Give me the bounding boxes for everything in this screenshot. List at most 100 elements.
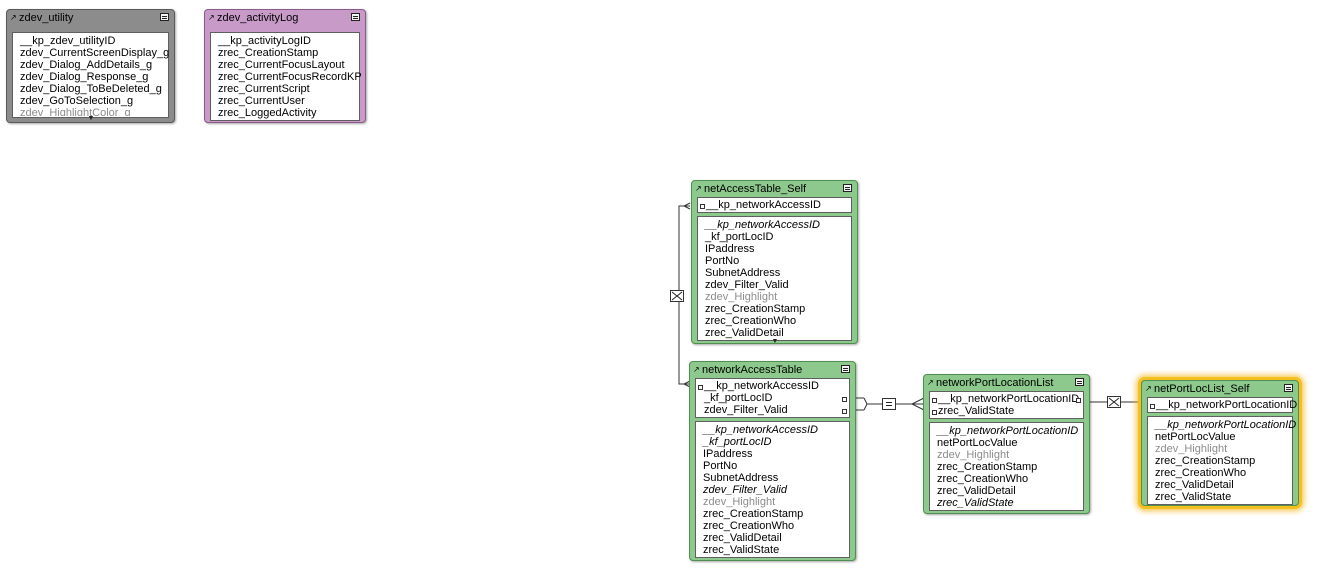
field-row[interactable]: IPaddress — [703, 448, 753, 460]
field-row[interactable]: IPaddress — [705, 243, 755, 255]
table-occurrence-netportloclist-self[interactable]: ↗netPortLocList_Self __kp_networkPortLoc… — [1141, 380, 1299, 506]
field-row[interactable]: SubnetAddress — [705, 267, 781, 279]
field-row[interactable]: zdev_Dialog_Response_g — [20, 71, 149, 83]
field-row[interactable]: zdev_Dialog_ToBeDeleted_g — [20, 83, 162, 95]
field-row[interactable]: zrec_ValidState — [703, 544, 780, 556]
diagonal-arrow-icon[interactable]: ↗ — [927, 378, 934, 387]
field-row[interactable]: zdev_Filter_Valid — [705, 279, 789, 291]
diagonal-arrow-icon[interactable]: ↗ — [1145, 384, 1152, 393]
field-row[interactable]: zrec_CurrentFocusRecordKP — [218, 71, 362, 83]
match-field-label: __kp_networkPortLocationID — [1156, 399, 1298, 411]
field-row[interactable]: zdev_CurrentScreenDisplay_g — [20, 47, 170, 59]
field-row[interactable]: zrec_CreationWho — [937, 473, 1029, 485]
field-row[interactable]: zrec_CreationWho — [705, 315, 797, 327]
field-row[interactable]: zdev_Filter_Valid — [703, 484, 787, 496]
field-row[interactable]: zrec_CurrentUser — [218, 95, 305, 107]
field-row[interactable]: zrec_LoggedActivity — [218, 107, 317, 119]
field-row[interactable]: __kp_networkPortLocationID — [1155, 419, 1297, 431]
crows-foot-icon — [682, 202, 691, 210]
field-row[interactable]: zrec_CreationStamp — [218, 47, 319, 59]
table-header[interactable]: ↗netAccessTable_Self — [695, 181, 852, 197]
field-row[interactable]: zdev_Highlight — [937, 449, 1010, 461]
cartesian-product-icon[interactable] — [1107, 396, 1121, 408]
table-header[interactable]: ↗networkAccessTable — [693, 362, 850, 378]
match-field-row[interactable]: __kp_networkAccessID — [696, 380, 849, 392]
field-row[interactable]: zrec_CurrentScript — [218, 83, 310, 95]
match-field-row[interactable]: zdev_Filter_Valid — [696, 404, 849, 416]
scroll-more-icon[interactable]: ▼ — [87, 115, 95, 122]
match-field-label: zrec_ValidState — [938, 405, 1015, 417]
field-row[interactable]: zrec_CreationStamp — [705, 303, 806, 315]
field-row[interactable]: __kp_networkPortLocationID — [937, 425, 1079, 437]
key-handle-icon — [842, 397, 847, 402]
diagonal-arrow-icon[interactable]: ↗ — [208, 13, 215, 22]
field-row[interactable]: zrec_CreationWho — [1155, 467, 1247, 479]
field-row[interactable]: __kp_zdev_utilityID — [20, 35, 116, 47]
field-row[interactable]: zrec_CreationWho — [703, 520, 795, 532]
field-row[interactable]: zdev_GoToSelection_g — [20, 95, 134, 107]
table-header[interactable]: ↗zdev_activityLog — [208, 10, 360, 26]
field-row[interactable]: zrec_ValidState — [1155, 491, 1232, 503]
match-field-label: _kf_portLocID — [704, 392, 773, 404]
field-row[interactable]: zdev_HighlightColor_g — [20, 107, 131, 116]
crows-foot-icon — [682, 380, 691, 388]
table-menu-icon[interactable] — [160, 13, 169, 21]
key-handle-icon — [700, 204, 705, 209]
field-row[interactable]: zdev_Highlight — [705, 291, 778, 303]
table-header[interactable]: ↗zdev_utility — [10, 10, 169, 26]
field-row[interactable]: zrec_CurrentFocusLayout — [218, 59, 345, 71]
table-occurrence-zdev-utility[interactable]: ↗zdev_utility __kp_zdev_utilityID zdev_C… — [6, 9, 175, 123]
field-row[interactable]: zrec_ValidDetail — [937, 485, 1016, 497]
table-menu-icon[interactable] — [1284, 384, 1293, 392]
field-row[interactable]: __kp_networkAccessID — [703, 424, 818, 436]
match-field-row[interactable]: zrec_ValidState — [930, 405, 1083, 417]
field-row[interactable]: __kp_networkAccessID — [705, 219, 820, 231]
field-row[interactable]: netPortLocValue — [937, 437, 1018, 449]
field-row[interactable]: zrec_ValidDetail — [703, 532, 782, 544]
field-row[interactable]: zrec_CreationStamp — [703, 508, 804, 520]
diagonal-arrow-icon[interactable]: ↗ — [10, 13, 17, 22]
field-list: __kp_networkPortLocationID netPortLocVal… — [929, 422, 1084, 511]
field-row[interactable]: zrec_CreationStamp — [937, 461, 1038, 473]
field-row[interactable]: zdev_Dialog_AddDetails_g — [20, 59, 153, 71]
field-row[interactable]: zrec_ValidDetail — [1155, 479, 1234, 491]
field-row[interactable]: zrec_CreationStamp — [1155, 455, 1256, 467]
field-row[interactable]: zdev_Highlight — [703, 496, 776, 508]
field-row[interactable]: PortNo — [703, 460, 738, 472]
field-row[interactable]: zrec_ValidDetail — [705, 327, 784, 339]
table-menu-icon[interactable] — [1075, 378, 1084, 386]
table-occurrence-networkaccesstable[interactable]: ↗networkAccessTable __kp_networkAccessID… — [689, 361, 856, 561]
field-row[interactable]: zdev_Highlight — [1155, 443, 1228, 455]
field-row[interactable]: PortNo — [705, 255, 740, 267]
match-field-row[interactable]: __kp_networkPortLocationID — [1148, 399, 1297, 411]
table-occurrence-zdev-activitylog[interactable]: ↗zdev_activityLog __kp_activityLogID zre… — [204, 9, 366, 123]
scroll-more-icon[interactable]: ▼ — [771, 338, 779, 345]
cartesian-product-icon[interactable] — [670, 290, 684, 302]
match-field-row[interactable]: __kp_networkPortLocationID — [930, 393, 1083, 405]
field-list: __kp_networkPortLocationID netPortLocVal… — [1147, 416, 1297, 505]
field-row[interactable]: _kf_portLocID — [705, 231, 774, 243]
field-list: __kp_zdev_utilityID zdev_CurrentScreenDi… — [12, 32, 170, 122]
field-row[interactable]: _kf_portLocID — [703, 436, 772, 448]
table-name: zdev_utility — [19, 12, 74, 24]
table-name: zdev_activityLog — [217, 12, 299, 24]
diagonal-arrow-icon[interactable]: ↗ — [693, 365, 700, 374]
field-row[interactable]: netPortLocValue — [1155, 431, 1236, 443]
table-menu-icon[interactable] — [351, 13, 360, 21]
table-occurrence-networkportlocationlist[interactable]: ↗networkPortLocationList __kp_networkPor… — [923, 374, 1090, 514]
diagonal-arrow-icon[interactable]: ↗ — [695, 184, 702, 193]
table-header[interactable]: ↗networkPortLocationList — [927, 375, 1084, 391]
field-row[interactable]: __kp_activityLogID — [218, 35, 311, 47]
table-occurrence-netaccesstable-self[interactable]: ↗netAccessTable_Self __kp_networkAccessI… — [691, 180, 858, 345]
match-field-list: __kp_networkPortLocationID zrec_ValidSta… — [929, 391, 1084, 419]
table-menu-icon[interactable] — [843, 184, 852, 192]
equals-icon[interactable] — [882, 398, 896, 410]
field-row[interactable]: SubnetAddress — [703, 472, 779, 484]
match-field-row[interactable]: __kp_networkAccessID — [698, 199, 851, 211]
key-handle-icon — [932, 410, 937, 415]
field-list: __kp_networkAccessID _kf_portLocID IPadd… — [697, 216, 852, 345]
field-row[interactable]: zrec_ValidState — [937, 497, 1014, 509]
table-header[interactable]: ↗netPortLocList_Self — [1145, 381, 1293, 397]
table-menu-icon[interactable] — [841, 365, 850, 373]
match-field-row[interactable]: _kf_portLocID — [696, 392, 849, 404]
